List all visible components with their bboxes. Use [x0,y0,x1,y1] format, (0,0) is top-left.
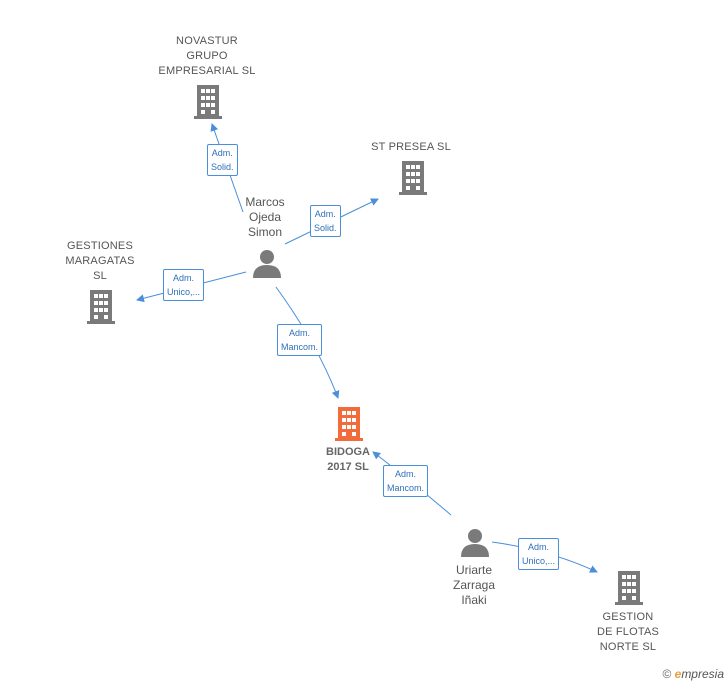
brand-logo: © empresia [662,667,724,681]
person-icon[interactable] [461,529,489,557]
brand-e: e [674,667,682,681]
edge-label-uriarte-bidoga: Adm. Mancom. [383,465,429,497]
edge-label-uriarte-flotas: Adm. Unico,... [518,538,560,570]
company-label-novastur[interactable]: NOVASTUR GRUPO EMPRESARIAL SL [158,35,256,77]
edge-label-marcos-st-presea: Adm. Solid. [310,205,341,237]
building-icon[interactable] [399,161,427,195]
company-label-gestion-flotas[interactable]: GESTION DE FLOTAS NORTE SL [596,611,660,653]
building-icon[interactable] [194,85,222,119]
edge-label-marcos-novastur: Adm. Solid. [207,144,238,176]
company-label-gestiones-maragatas[interactable]: GESTIONES MARAGATAS SL [65,240,135,282]
company-label-st-presea[interactable]: ST PRESEA SL [371,141,451,153]
person-icon[interactable] [253,250,281,278]
edge-label-marcos-bidoga: Adm. Mancom. [277,324,323,356]
building-icon-focus[interactable] [335,407,363,441]
building-icon[interactable] [615,571,643,605]
person-label-marcos[interactable]: Marcos Ojeda Simon [245,195,285,239]
company-label-bidoga[interactable]: BIDOGA 2017 SL [326,446,370,473]
brand-name: mpresia [681,667,724,681]
edge-label-marcos-gestiones: Adm. Unico,... [163,269,205,301]
building-icon[interactable] [87,290,115,324]
copyright-icon: © [662,667,672,681]
person-label-uriarte[interactable]: Uriarte Zarraga Iñaki [452,563,496,607]
